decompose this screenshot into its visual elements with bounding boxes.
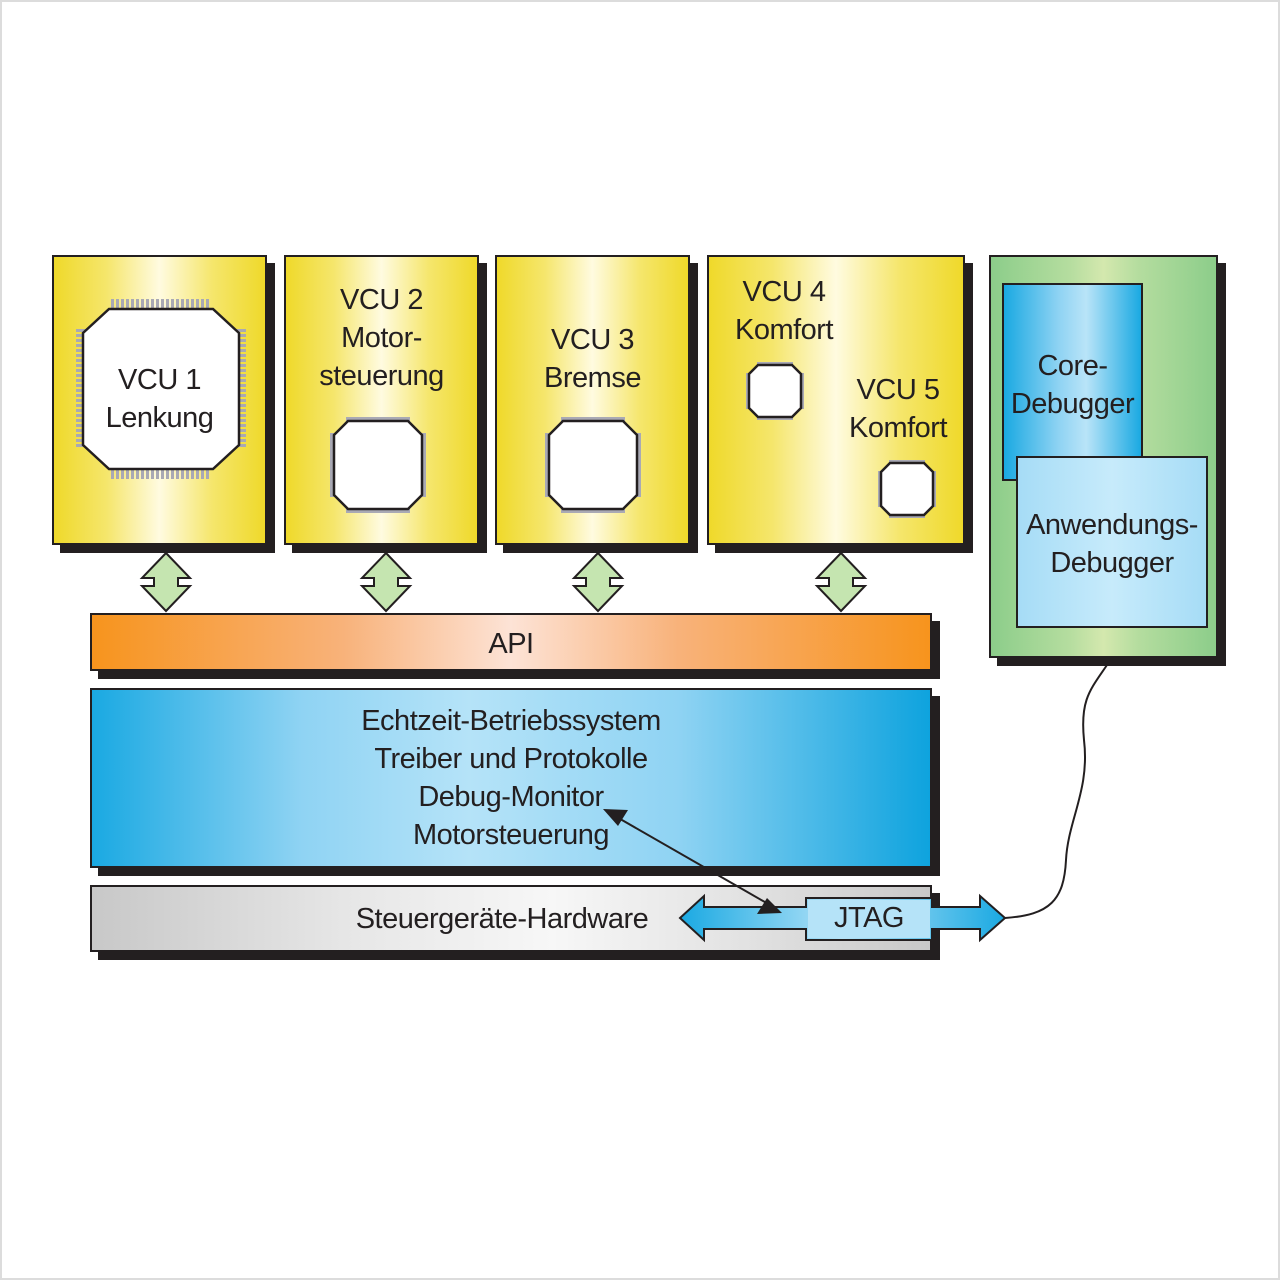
debugger-panel: Core- Debugger Anwendungs- Debugger bbox=[989, 255, 1218, 658]
vcu2-chip-icon bbox=[328, 415, 428, 515]
vcu1-api-arrow-icon bbox=[139, 551, 193, 613]
api-label: API bbox=[488, 628, 534, 660]
vcu2-panel: VCU 2 Motor- steuerung bbox=[284, 255, 479, 545]
vcu2-function-line2: steuerung bbox=[319, 360, 444, 392]
os-line-motor-control: Motorsteuerung bbox=[412, 819, 610, 851]
application-debugger-label: Anwendungs- Debugger bbox=[1018, 506, 1206, 582]
vcu2-label: VCU 2 Motor- steuerung bbox=[286, 281, 477, 395]
vcu4-5-api-arrow-icon bbox=[814, 551, 868, 613]
jtag-label: JTAG bbox=[834, 902, 904, 934]
vcu4-chip-icon bbox=[745, 361, 805, 421]
application-debugger-box: Anwendungs- Debugger bbox=[1016, 456, 1208, 628]
debugger-cable bbox=[1004, 664, 1108, 919]
vcu1-title: VCU 1 bbox=[118, 364, 201, 396]
core-debugger-box: Core- Debugger bbox=[1002, 283, 1143, 481]
vcu4-label: VCU 4 Komfort bbox=[719, 273, 849, 349]
vcu3-function: Bremse bbox=[544, 362, 641, 394]
vcu4-5-panel: VCU 4 Komfort VCU 5 Komfort bbox=[707, 255, 965, 545]
vcu3-title: VCU 3 bbox=[551, 324, 634, 356]
os-layer: Echtzeit-Betriebssystem Treiber und Prot… bbox=[90, 688, 932, 868]
application-debugger-line2: Debugger bbox=[1050, 547, 1174, 579]
core-debugger-line2: Debugger bbox=[1010, 388, 1135, 420]
api-layer: API bbox=[90, 613, 932, 671]
vcu1-label: VCU 1 Lenkung bbox=[54, 361, 265, 437]
vcu1-panel: VCU 1 Lenkung bbox=[52, 255, 267, 545]
vcu2-function-line1: Motor- bbox=[341, 322, 422, 354]
vcu2-api-arrow-icon bbox=[359, 551, 413, 613]
core-debugger-line1: Core- bbox=[1037, 350, 1108, 382]
jtag-arrow-icon bbox=[678, 893, 1007, 943]
os-line-drivers: Treiber und Protokolle bbox=[374, 743, 648, 775]
vcu3-chip-icon bbox=[543, 415, 643, 515]
vcu3-panel: VCU 3 Bremse bbox=[495, 255, 690, 545]
vcu1-chip-icon bbox=[76, 299, 246, 479]
vcu2-title: VCU 2 bbox=[340, 284, 423, 316]
application-debugger-line1: Anwendungs- bbox=[1026, 509, 1198, 541]
vcu5-function: Komfort bbox=[848, 412, 948, 444]
vcu3-label: VCU 3 Bremse bbox=[497, 321, 688, 397]
vcu3-api-arrow-icon bbox=[571, 551, 625, 613]
vcu5-title: VCU 5 bbox=[856, 374, 940, 406]
vcu4-title: VCU 4 bbox=[742, 276, 826, 308]
vcu5-chip-icon bbox=[877, 459, 937, 519]
debug-monitor-arrow-icon bbox=[603, 809, 782, 914]
vcu1-function: Lenkung bbox=[105, 402, 214, 434]
core-debugger-label: Core- Debugger bbox=[996, 347, 1149, 423]
vcu5-label: VCU 5 Komfort bbox=[833, 371, 963, 447]
vcu4-function: Komfort bbox=[734, 314, 834, 346]
os-line-rtos: Echtzeit-Betriebssystem bbox=[361, 705, 661, 737]
hardware-label: Steuergeräte-Hardware bbox=[355, 903, 649, 935]
os-layer-text: Echtzeit-Betriebssystem Treiber und Prot… bbox=[92, 702, 930, 854]
os-line-debug-monitor: Debug-Monitor bbox=[418, 781, 604, 813]
